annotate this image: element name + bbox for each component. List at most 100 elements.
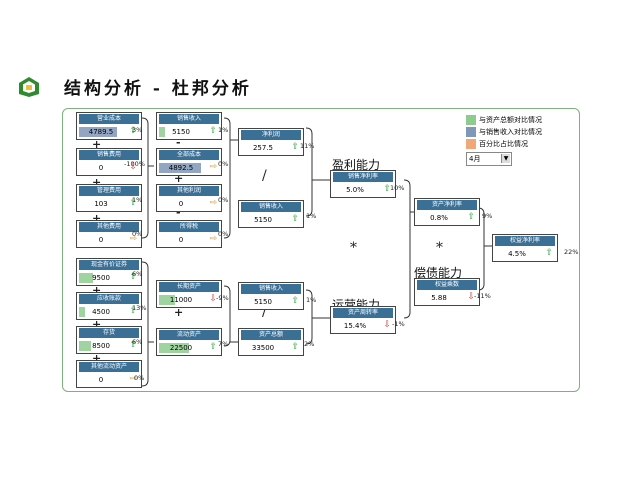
box-label: 管理费用 xyxy=(79,186,139,196)
app-logo-icon xyxy=(19,77,39,97)
arrow-up-icon: ⇧ xyxy=(129,306,137,316)
box-value: 4789.5 xyxy=(88,128,114,136)
box-value: 103 xyxy=(79,199,123,209)
box-value: 4.5% xyxy=(495,249,539,259)
legend-item-percent: 百分比占比情况 xyxy=(466,138,566,150)
box-other-profit: 其他利润 0 ⇨ xyxy=(156,184,222,212)
asset-ratio-bar xyxy=(159,343,189,353)
operator-plus: + xyxy=(92,284,102,297)
pct-sales-revenue-2: 1% xyxy=(306,212,317,220)
pct-sales-revenue-3: 1% xyxy=(306,296,317,304)
arrow-right-icon: ⇨ xyxy=(209,162,217,172)
pct-asset-net-margin: 9% xyxy=(482,212,493,220)
box-value: 5150 xyxy=(241,215,285,225)
box-value: 0 xyxy=(79,235,123,245)
pct-long-term-assets: -9% xyxy=(216,294,229,302)
box-label: 其他流动资产 xyxy=(79,362,139,372)
box-operating-cost: 营业成本 4789.5 ⇧ xyxy=(76,112,142,140)
box-value: 0 xyxy=(79,375,123,385)
box-accounts-receivable: 应收账款 4500 ⇧ xyxy=(76,292,142,320)
operator-multiply: * xyxy=(436,240,443,256)
pct-current-assets: 7% xyxy=(218,340,229,348)
arrow-up-icon: ⇧ xyxy=(209,126,217,136)
operator-plus: + xyxy=(92,138,102,151)
box-value: 5.0% xyxy=(333,185,377,195)
asset-ratio-bar xyxy=(79,307,85,317)
operator-multiply: * xyxy=(350,240,357,256)
legend-label: 与资产总额对比情况 xyxy=(479,116,542,124)
month-select[interactable]: 4月 ▼ xyxy=(466,152,512,166)
box-admin-expense: 管理费用 103 ⇧ xyxy=(76,184,142,212)
arrow-up-icon: ⇧ xyxy=(291,296,299,306)
legend-swatch xyxy=(466,115,476,125)
operator-plus: + xyxy=(92,352,102,365)
box-total-assets: 资产总额 33500 ⇧ xyxy=(238,328,304,356)
box-value: 5.88 xyxy=(417,293,461,303)
box-label: 营业成本 xyxy=(79,114,139,124)
box-label: 销售收入 xyxy=(241,202,301,212)
arrow-down-icon: ⇩ xyxy=(129,162,137,172)
pct-inventory: 6% xyxy=(132,338,143,346)
operator-minus: - xyxy=(176,136,181,149)
box-income-tax: 所得税 0 ⇨ xyxy=(156,220,222,248)
chevron-down-icon[interactable]: ▼ xyxy=(501,154,510,163)
operator-plus: + xyxy=(174,172,184,185)
box-value: 9500 xyxy=(92,274,110,282)
box-sales-revenue-2: 销售收入 5150 ⇧ xyxy=(238,200,304,228)
operator-plus: + xyxy=(174,306,184,319)
arrow-up-icon: ⇧ xyxy=(545,248,553,258)
box-label: 流动资产 xyxy=(159,330,219,340)
box-value: 5150 xyxy=(241,297,285,307)
box-value: 4892.5 xyxy=(168,164,194,172)
box-return-on-equity: 权益净利率 4.5% ⇧ xyxy=(492,234,558,262)
pct-net-profit: 11% xyxy=(300,142,315,150)
pct-cash-securities: 6% xyxy=(132,270,143,278)
pct-total-assets: 2% xyxy=(304,340,315,348)
arrow-down-icon: ⇩ xyxy=(467,292,475,302)
box-label: 长期资产 xyxy=(159,282,219,292)
box-label: 应收账款 xyxy=(79,294,139,304)
legend: 与资产总额对比情况 与销售收入对比情况 百分比占比情况 xyxy=(466,114,566,150)
pct-income-tax: 0% xyxy=(218,230,229,238)
arrow-right-icon: ⇨ xyxy=(209,234,217,244)
box-current-assets: 流动资产 22500 ⇧ xyxy=(156,328,222,356)
page-title: 结构分析 - 杜邦分析 xyxy=(64,79,252,99)
box-value: 5150 xyxy=(172,128,190,136)
operator-minus: - xyxy=(176,206,181,219)
arrow-up-icon: ⇧ xyxy=(291,142,299,152)
box-value: 15.4% xyxy=(333,321,377,331)
box-value: 33500 xyxy=(241,343,285,353)
legend-swatch xyxy=(466,139,476,149)
arrow-down-icon: ⇩ xyxy=(209,294,217,304)
operator-divide: / xyxy=(262,304,267,320)
box-sales-revenue-1: 销售收入 5150 ⇧ xyxy=(156,112,222,140)
arrow-up-icon: ⇧ xyxy=(291,214,299,224)
pct-sales-expense: -100% xyxy=(124,160,145,168)
pct-other-profit: 0% xyxy=(218,196,229,204)
operator-divide: / xyxy=(262,168,267,184)
legend-item-asset: 与资产总额对比情况 xyxy=(466,114,566,126)
box-other-expense: 其他费用 0 ⇨ xyxy=(76,220,142,248)
box-value: 0 xyxy=(159,235,203,245)
box-label: 所得税 xyxy=(159,222,219,232)
pct-sales-revenue-1: 1% xyxy=(218,126,229,134)
box-value: 0 xyxy=(79,163,123,173)
box-value: 8500 xyxy=(92,342,110,350)
asset-ratio-bar xyxy=(159,127,165,137)
pct-admin-expense: 1% xyxy=(132,196,143,204)
box-inventory: 存货 8500 ⇧ xyxy=(76,326,142,354)
legend-label: 百分比占比情况 xyxy=(479,140,528,148)
arrow-up-icon: ⇧ xyxy=(209,342,217,352)
legend-item-sales: 与销售收入对比情况 xyxy=(466,126,566,138)
pct-other-current-assets: 0% xyxy=(134,374,145,382)
box-equity-multiplier: 权益乘数 5.88 ⇩ xyxy=(414,278,480,306)
box-label: 资产总额 xyxy=(241,330,301,340)
box-label: 现金有价证券 xyxy=(79,260,139,270)
arrow-up-icon: ⇧ xyxy=(129,340,137,350)
arrow-up-icon: ⇧ xyxy=(129,126,137,136)
box-label: 其他费用 xyxy=(79,222,139,232)
box-sales-expense: 销售费用 0 ⇩ xyxy=(76,148,142,176)
asset-ratio-bar xyxy=(79,273,93,283)
box-label: 销售净利率 xyxy=(333,172,393,182)
